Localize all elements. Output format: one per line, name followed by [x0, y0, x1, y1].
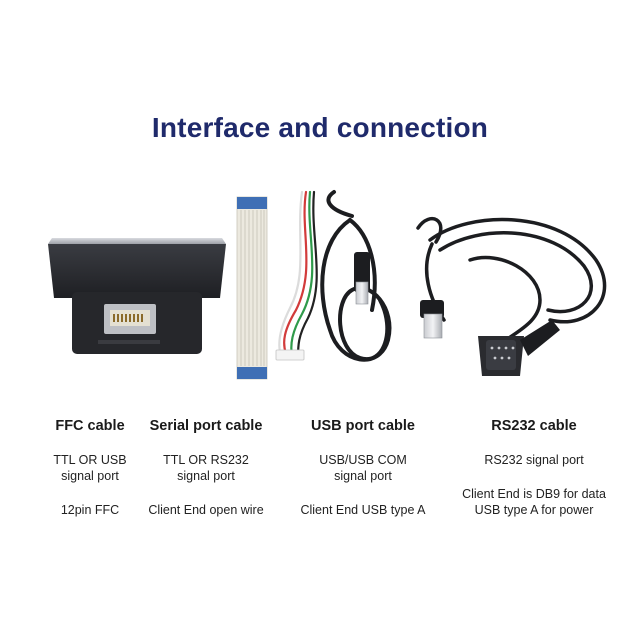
db9-connector	[478, 320, 560, 376]
cable-column-ffc: FFC cable TTL OR USB signal port 12pin F…	[30, 418, 150, 528]
cable-description-signal: TTL OR USB signal port	[53, 453, 127, 483]
cable-name: FFC cable	[55, 418, 125, 434]
cable-column-usb: USB port cable USB/USB COM signal port C…	[288, 418, 438, 528]
ffc-ribbon-cable	[236, 196, 268, 380]
product-photo	[48, 190, 607, 380]
usb-plug-a	[354, 252, 370, 305]
cable-name: RS232 cable	[491, 418, 577, 434]
cable-description-signal: TTL OR RS232 signal port	[163, 453, 249, 483]
usb-cable	[320, 190, 392, 362]
serial-open-wire-cable	[275, 190, 318, 361]
cable-name: Serial port cable	[149, 418, 263, 434]
cable-description-end: Client End USB type A	[300, 503, 426, 517]
cable-description-end: Client End open wire	[148, 503, 264, 517]
scanner-device	[48, 238, 226, 354]
cable-name: USB port cable	[311, 418, 415, 434]
cable-description-end: 12pin FFC	[60, 503, 120, 517]
cable-description-signal: RS232 signal port	[484, 453, 584, 467]
cable-column-serial: Serial port cable TTL OR RS232 signal po…	[138, 418, 274, 528]
cable-description-end: Client End is DB9 for data USB type A fo…	[462, 487, 606, 517]
usb-plug-a-power	[420, 300, 444, 339]
rs232-cable	[416, 217, 607, 342]
cable-description-signal: USB/USB COM signal port	[319, 453, 407, 483]
page-title: Interface and connection	[151, 112, 489, 143]
cable-column-rs232: RS232 cable RS232 signal port Client End…	[444, 418, 624, 528]
